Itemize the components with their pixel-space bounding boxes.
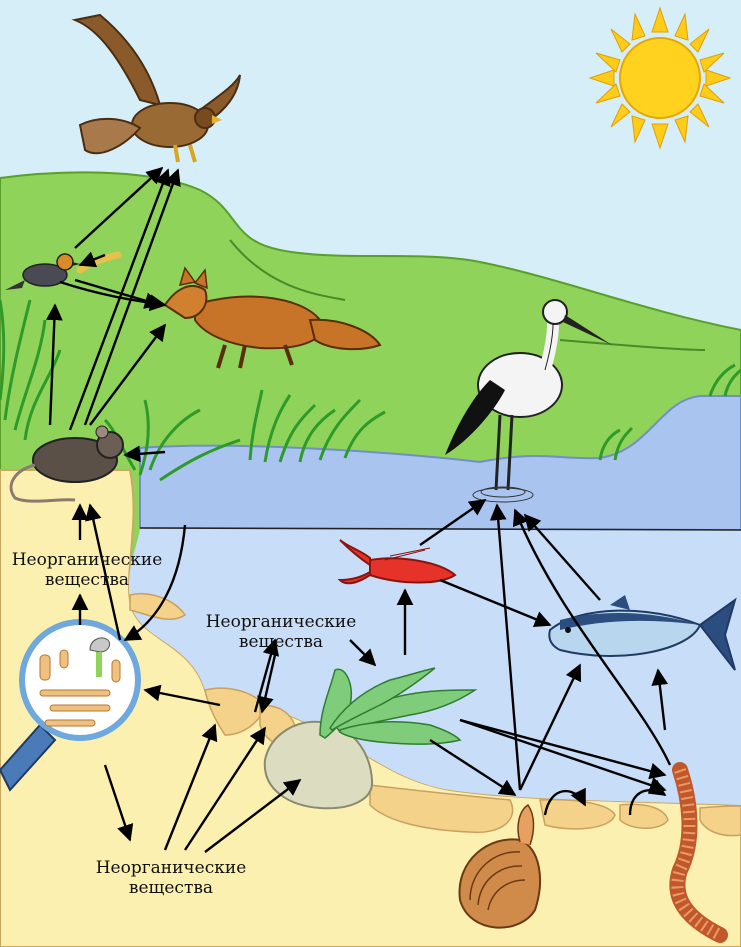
inorganic-substances-label-left: Неорганические вещества	[2, 550, 172, 590]
label-line: Неорганические	[2, 550, 172, 570]
label-line: Неорганические	[186, 612, 376, 632]
label-line: вещества	[186, 632, 376, 652]
label-line: вещества	[66, 878, 276, 898]
label-line: вещества	[2, 570, 172, 590]
inorganic-substances-label-middle: Неорганические вещества	[186, 612, 376, 652]
sun-icon	[590, 8, 730, 148]
inorganic-substances-label-bottom: Неорганические вещества	[66, 858, 276, 898]
label-line: Неорганические	[66, 858, 276, 878]
